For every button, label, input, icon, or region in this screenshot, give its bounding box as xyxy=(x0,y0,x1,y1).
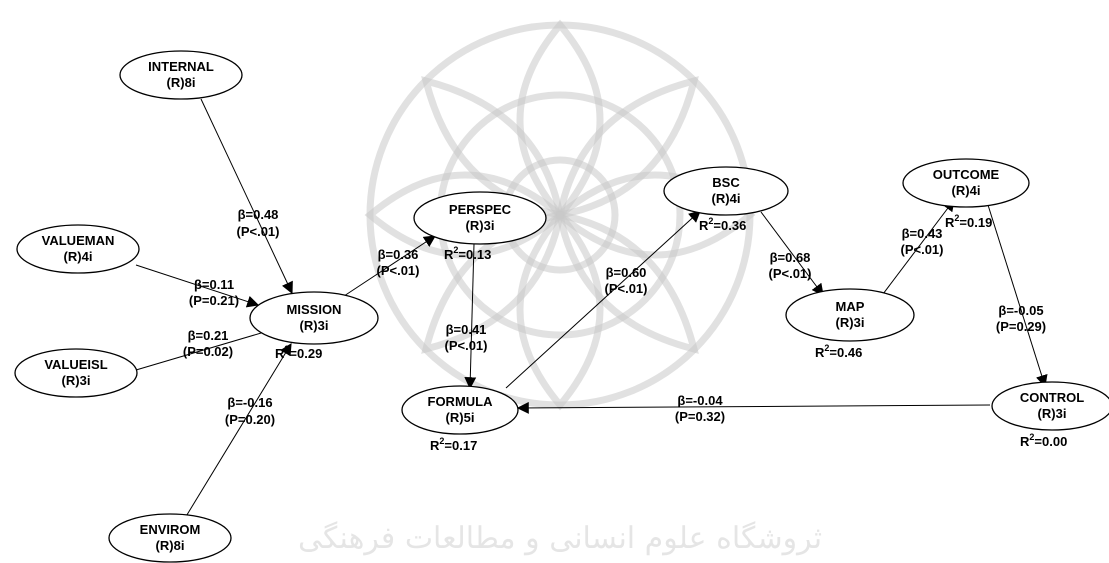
p-value: (P=0.20) xyxy=(225,412,275,427)
path-label-perspec-formula: β=0.41 (P<.01) xyxy=(445,322,488,353)
edge-envirom-mission xyxy=(181,342,292,524)
node-indicator: (R)3i xyxy=(466,218,495,233)
node-label: PERSPEC xyxy=(449,202,512,217)
path-label-map-outcome: β=0.43 (P<.01) xyxy=(901,226,944,257)
r2-control: R2=0.00 xyxy=(1020,432,1067,449)
edge-mission-perspec xyxy=(340,235,437,299)
beta-value: β=0.60 xyxy=(606,265,647,280)
node-internal: INTERNAL (R)8i xyxy=(119,50,243,100)
r2-mission: R2=0.29 xyxy=(275,344,322,361)
node-label: MISSION xyxy=(287,302,342,317)
watermark-emblem xyxy=(364,19,756,411)
beta-value: β=0.36 xyxy=(378,247,419,262)
path-label-formula-bsc: β=0.60 (P<.01) xyxy=(605,265,648,296)
node-bsc: BSC (R)4i xyxy=(663,166,789,216)
node-indicator: (R)4i xyxy=(952,183,981,198)
watermark-text: ثروشگاه علوم انسانی و مطالعات فرهنگی xyxy=(298,521,822,556)
p-value: (P=0.29) xyxy=(996,319,1046,334)
edge-internal-mission xyxy=(200,98,293,295)
edge-bsc-map xyxy=(760,211,824,296)
node-indicator: (R)4i xyxy=(712,191,741,206)
r2-perspec: R2=0.13 xyxy=(444,245,491,262)
p-value: (P=0.32) xyxy=(675,409,725,424)
node-formula: FORMULA (R)5i xyxy=(401,385,519,435)
node-indicator: (R)3i xyxy=(1038,406,1067,421)
path-label-valueisl-mission: β=0.21 (P=0.02) xyxy=(183,328,233,359)
node-indicator: (R)8i xyxy=(156,538,185,553)
node-label: CONTROL xyxy=(1020,390,1084,405)
node-label: ENVIROM xyxy=(140,522,201,537)
node-indicator: (R)3i xyxy=(836,315,865,330)
beta-value: β=0.41 xyxy=(446,322,487,337)
edge-formula-bsc xyxy=(505,210,701,389)
beta-value: β=-0.04 xyxy=(677,393,723,408)
node-indicator: (R)3i xyxy=(62,373,91,388)
edge-map-outcome xyxy=(879,199,955,299)
node-indicator: (R)8i xyxy=(167,75,196,90)
edge-perspec-formula xyxy=(464,243,477,390)
r2-map: R2=0.46 xyxy=(815,343,862,360)
node-mission: MISSION (R)3i xyxy=(249,291,379,345)
node-label: BSC xyxy=(712,175,740,190)
node-label: MAP xyxy=(836,299,865,314)
path-label-mission-perspec: β=0.36 (P<.01) xyxy=(377,247,420,278)
edge-control-formula xyxy=(516,401,991,414)
p-value: (P<.01) xyxy=(769,266,812,281)
edge-outcome-control xyxy=(987,204,1048,388)
node-valueisl: VALUEISL (R)3i xyxy=(14,348,138,398)
node-indicator: (R)3i xyxy=(300,318,329,333)
node-valueman: VALUEMAN (R)4i xyxy=(16,224,140,274)
r2-bsc: R2=0.36 xyxy=(699,216,746,233)
path-label-control-formula: β=-0.04 (P=0.32) xyxy=(675,393,725,424)
node-label: FORMULA xyxy=(428,394,494,409)
node-label: VALUEISL xyxy=(44,357,107,372)
node-map: MAP (R)3i xyxy=(785,288,915,342)
beta-value: β=-0.16 xyxy=(227,395,272,410)
node-indicator: (R)5i xyxy=(446,410,475,425)
node-perspec: PERSPEC (R)3i xyxy=(413,191,547,245)
path-label-outcome-control: β=-0.05 (P=0.29) xyxy=(996,303,1046,334)
p-value: (P<.01) xyxy=(901,242,944,257)
path-label-bsc-map: β=0.68 (P<.01) xyxy=(769,250,812,281)
node-label: INTERNAL xyxy=(148,59,214,74)
beta-value: β=0.68 xyxy=(770,250,811,265)
path-label-valueman-mission: β=0.11 (P=0.21) xyxy=(189,277,239,308)
r2-formula: R2=0.17 xyxy=(430,436,477,453)
node-control: CONTROL (R)3i xyxy=(991,381,1109,431)
beta-value: β=0.48 xyxy=(238,207,279,222)
p-value: (P<.01) xyxy=(237,224,280,239)
node-label: OUTCOME xyxy=(933,167,1000,182)
p-value: (P=0.21) xyxy=(189,293,239,308)
p-value: (P=0.02) xyxy=(183,344,233,359)
path-label-envirom-mission: β=-0.16 (P=0.20) xyxy=(225,395,275,427)
node-outcome: OUTCOME (R)4i xyxy=(902,158,1030,208)
beta-value: β=0.43 xyxy=(902,226,943,241)
p-value: (P<.01) xyxy=(377,263,420,278)
beta-value: β=0.11 xyxy=(194,277,234,292)
node-label: VALUEMAN xyxy=(42,233,115,248)
beta-value: β=0.21 xyxy=(188,328,229,343)
node-indicator: (R)4i xyxy=(64,249,93,264)
p-value: (P<.01) xyxy=(445,338,488,353)
edge-valueisl-mission xyxy=(135,325,280,371)
edge-valueman-mission xyxy=(135,264,260,308)
path-label-internal-mission: β=0.48 (P<.01) xyxy=(237,207,280,239)
beta-value: β=-0.05 xyxy=(998,303,1043,318)
r2-outcome: R2=0.19 xyxy=(945,213,992,230)
node-envirom: ENVIROM (R)8i xyxy=(108,513,232,563)
p-value: (P<.01) xyxy=(605,281,648,296)
